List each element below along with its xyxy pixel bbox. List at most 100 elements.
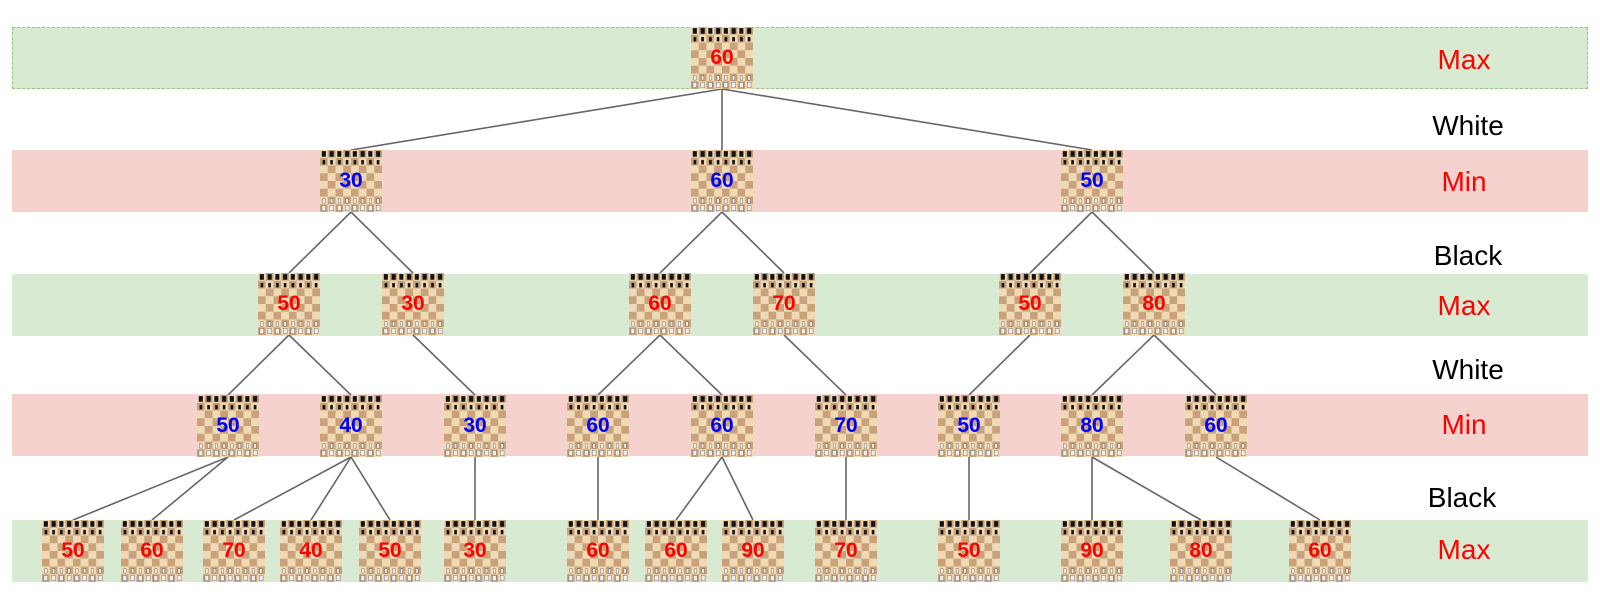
node-value: 70	[834, 539, 858, 562]
tree-node: 60	[567, 395, 629, 457]
tree-node: 30	[382, 273, 444, 335]
node-value: 60	[1308, 539, 1332, 562]
player-label-row-3: Black	[1427, 482, 1497, 513]
tree-node: 90	[722, 520, 784, 582]
edge-n14-n27	[721, 456, 754, 521]
chessboard-icon	[999, 273, 1061, 335]
max-band-row-0	[12, 27, 1588, 89]
chessboard-icon	[629, 273, 691, 335]
player-label-row-0: White	[1432, 110, 1504, 141]
node-value: 40	[299, 539, 323, 562]
edge-n2-n7	[721, 211, 785, 274]
tree-node: 60	[691, 27, 753, 89]
edge-n14-n26	[675, 456, 723, 521]
tree-node: 60	[691, 395, 753, 457]
tree-node: 40	[280, 520, 342, 582]
edge-n3-n8	[1029, 211, 1093, 274]
tree-node: 60	[1289, 520, 1351, 582]
chessboard-icon	[197, 395, 259, 457]
node-value: 60	[586, 539, 610, 562]
tree-node: 50	[999, 273, 1061, 335]
node-value: 60	[710, 46, 734, 69]
node-value: 60	[1204, 414, 1228, 437]
chessboard-icon	[280, 520, 342, 582]
node-value: 30	[463, 414, 487, 437]
edge-n11-n22	[310, 456, 352, 521]
node-value: 50	[216, 414, 240, 437]
tree-node: 70	[815, 395, 877, 457]
tree-node: 60	[645, 520, 707, 582]
chessboard-icon	[203, 520, 265, 582]
chessboard-icon	[815, 395, 877, 457]
tree-node: 70	[753, 273, 815, 335]
tree-node: 80	[1061, 395, 1123, 457]
chessboard-icon	[121, 520, 183, 582]
chessboard-icon	[691, 395, 753, 457]
edge-n0-n3	[721, 88, 1093, 151]
chessboard-icon	[753, 273, 815, 335]
node-value: 60	[664, 539, 688, 562]
node-value: 50	[61, 539, 85, 562]
min-band-row-3	[12, 394, 1588, 456]
edge-n9-n18	[1153, 334, 1217, 396]
chessboard-icon	[320, 395, 382, 457]
node-value: 50	[957, 539, 981, 562]
tree-node: 50	[938, 395, 1000, 457]
tree-node: 70	[203, 520, 265, 582]
chessboard-icon	[320, 150, 382, 212]
edge-n4-n11	[288, 334, 352, 396]
tree-node: 50	[42, 520, 104, 582]
chessboard-icon	[1061, 395, 1123, 457]
tree-node: 80	[1170, 520, 1232, 582]
chessboard-icon	[1289, 520, 1351, 582]
tree-node: 60	[567, 520, 629, 582]
node-value: 60	[648, 292, 672, 315]
node-value: 50	[1080, 169, 1104, 192]
level-label-row-1: Min	[1441, 166, 1487, 197]
chessboard-icon	[722, 520, 784, 582]
level-label-row-2: Max	[1437, 290, 1491, 321]
chessboard-icon	[1061, 150, 1123, 212]
level-label-row-0: Max	[1437, 44, 1491, 75]
chessboard-icon	[645, 520, 707, 582]
edge-n0-n1	[350, 88, 723, 151]
min-band-row-1	[12, 150, 1588, 212]
edge-n3-n9	[1091, 211, 1155, 274]
chessboard-icon	[691, 150, 753, 212]
tree-node: 50	[197, 395, 259, 457]
node-value: 30	[401, 292, 425, 315]
edge-n1-n4	[288, 211, 352, 274]
chessboard-icon	[567, 520, 629, 582]
node-value: 70	[834, 414, 858, 437]
node-value: 70	[222, 539, 246, 562]
node-value: 30	[463, 539, 487, 562]
node-value: 70	[772, 292, 796, 315]
edge-n11-n21	[233, 456, 352, 521]
edge-n2-n6	[659, 211, 723, 274]
chessboard-icon	[938, 520, 1000, 582]
node-value: 50	[957, 414, 981, 437]
edge-n8-n16	[968, 334, 1031, 396]
tree-node: 30	[444, 395, 506, 457]
node-value: 90	[741, 539, 765, 562]
node-value: 80	[1189, 539, 1213, 562]
node-value: 50	[277, 292, 301, 315]
chessboard-icon	[258, 273, 320, 335]
chessboard-icon	[1123, 273, 1185, 335]
tree-node: 80	[1123, 273, 1185, 335]
chessboard-icon	[444, 520, 506, 582]
level-label-row-4: Max	[1437, 534, 1491, 565]
edge-n10-n20	[151, 456, 229, 521]
node-value: 50	[378, 539, 402, 562]
chessboard-icon	[42, 520, 104, 582]
node-value: 80	[1080, 414, 1104, 437]
chessboard-icon	[382, 273, 444, 335]
level-label-row-3: Min	[1441, 409, 1487, 440]
edge-n10-n19	[72, 456, 229, 521]
edge-n5-n12	[412, 334, 476, 396]
edge-n17-n31	[1091, 456, 1202, 521]
node-value: 60	[586, 414, 610, 437]
chessboard-icon	[1061, 520, 1123, 582]
